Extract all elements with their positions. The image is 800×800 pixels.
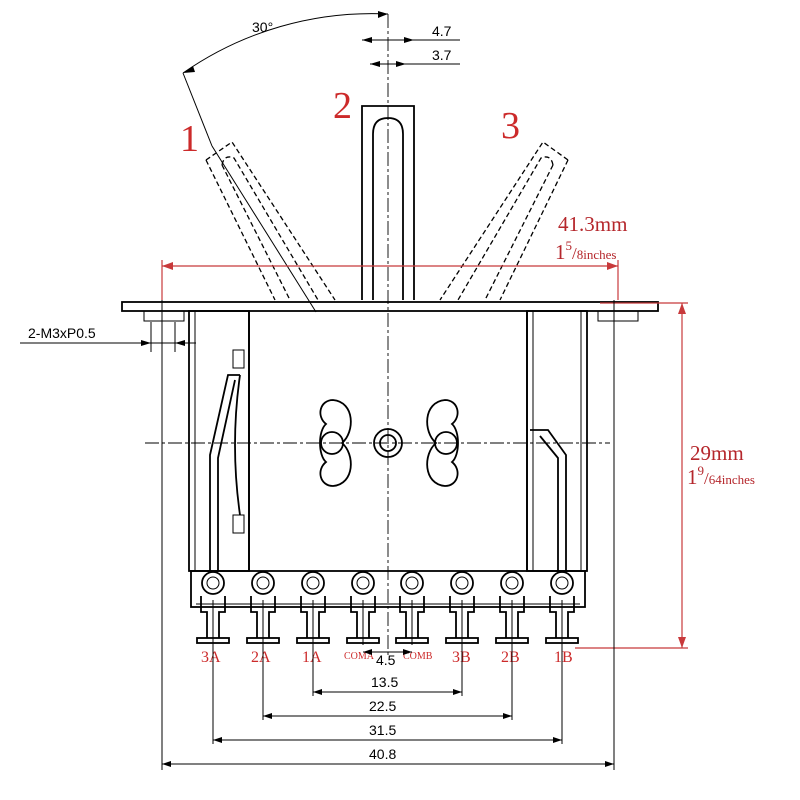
switch-body	[145, 310, 610, 572]
spacing-label: 4.5	[376, 652, 396, 668]
spacing-label: 22.5	[369, 698, 396, 714]
terminal	[296, 571, 330, 645]
spacing-dimension: 40.8	[162, 746, 614, 767]
length-mm: 41.3mm	[558, 212, 627, 236]
height-inches: 19/64inches	[687, 463, 755, 489]
terminal	[545, 571, 579, 645]
rivets	[319, 399, 459, 487]
lever-width-dimension: 4.7 3.7	[362, 23, 460, 67]
terminal	[495, 571, 529, 645]
terminal-strip	[190, 570, 586, 608]
spacing-label: 40.8	[369, 746, 396, 762]
pin-1B: 1B	[554, 649, 573, 666]
position-label-3: 3	[501, 105, 520, 147]
terminal	[196, 571, 230, 645]
screw-spec: 2-M3xP0.5	[28, 325, 96, 341]
position-label-1: 1	[180, 118, 199, 160]
pin-labels: 3A 2A 1A COMA COMB 3B 2B 1B	[201, 649, 573, 666]
lever-position-1	[205, 141, 336, 313]
pin-3A: 3A	[201, 649, 221, 666]
lever-inner-width: 3.7	[432, 47, 452, 63]
terminal	[346, 571, 380, 645]
lever-outer-width: 4.7	[432, 23, 452, 39]
terminal	[246, 571, 280, 645]
angle-dimension: 30°	[182, 11, 389, 147]
spacing-label: 13.5	[371, 674, 398, 690]
pin-3B: 3B	[452, 649, 471, 666]
pin-1A: 1A	[302, 649, 322, 666]
terminal	[445, 571, 479, 645]
spacing-dimension: 22.5	[262, 645, 513, 720]
length-dimension: 41.3mm 15/8inches	[161, 212, 627, 300]
lever-position-2	[361, 105, 415, 300]
spacing-dimension: 31.5	[212, 645, 563, 744]
pin-COMA: COMA	[344, 651, 375, 662]
terminals	[196, 571, 579, 645]
screw-spec-dimension: 2-M3xP0.5	[20, 322, 196, 352]
terminal	[395, 571, 429, 645]
position-label-2: 2	[333, 85, 352, 127]
spacing-label: 31.5	[369, 722, 396, 738]
lever-position-3	[439, 141, 569, 301]
height-mm: 29mm	[690, 441, 744, 465]
pin-COMB: COMB	[403, 651, 433, 662]
spacing-dimension: 13.5	[312, 645, 463, 696]
angle-label: 30°	[252, 19, 273, 35]
height-dimension: 29mm 19/64inches	[575, 302, 755, 649]
length-inches: 15/8inches	[555, 238, 616, 264]
pin-2B: 2B	[501, 649, 520, 666]
spacing-dimension: 4.5	[363, 649, 412, 668]
mounting-plate	[121, 301, 659, 322]
pin-spacing-dimensions: 4.5 13.5 22.5 31.5 40.8	[162, 645, 614, 767]
pin-2A: 2A	[251, 649, 271, 666]
